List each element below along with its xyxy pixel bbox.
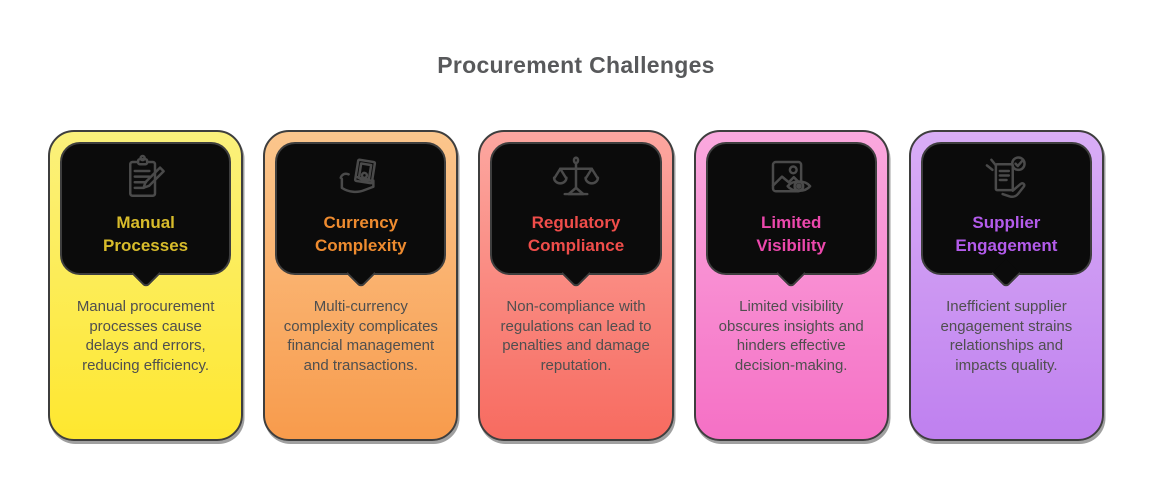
image-eye-icon <box>764 151 818 209</box>
card-header-bubble: Limited Visibility <box>705 142 877 289</box>
card-regulatory-compliance: Regulatory Compliance Non-compliance wit… <box>478 130 674 441</box>
balance-scale-icon <box>549 151 603 209</box>
card-description: Multi-currency complexity complicates fi… <box>283 298 438 374</box>
card-description: Inefficient supplier engagement strains … <box>940 298 1073 374</box>
challenge-cards-row: Manual Processes Manual procurement proc… <box>48 130 1105 441</box>
card-title: Currency Complexity <box>314 213 407 255</box>
card-title: Supplier Engagement <box>955 213 1058 255</box>
card-header-bubble: Supplier Engagement <box>920 142 1093 289</box>
card-description: Limited visibility obscures insights and… <box>718 298 864 374</box>
card-currency-complexity: Currency Complexity Multi-currency compl… <box>263 130 459 441</box>
clipboard-pencil-icon <box>119 151 173 209</box>
card-limited-visibility: Limited Visibility Limited visibility ob… <box>693 130 889 441</box>
card-title: Limited Visibility <box>756 213 826 255</box>
hand-document-check-icon <box>979 151 1033 209</box>
page-title: Procurement Challenges <box>437 52 715 78</box>
card-manual-processes: Manual Processes Manual procurement proc… <box>48 130 244 441</box>
card-header-bubble: Manual Processes <box>60 142 232 289</box>
cash-in-hand-icon <box>334 151 388 209</box>
card-description: Non-compliance with regulations can lead… <box>500 298 652 374</box>
card-description: Manual procurement processes cause delay… <box>76 298 215 374</box>
card-title: Manual Processes <box>103 213 189 255</box>
card-header-bubble: Regulatory Compliance <box>490 142 662 289</box>
card-title: Regulatory Compliance <box>527 213 625 255</box>
card-supplier-engagement: Supplier Engagement Inefficient supplier… <box>908 130 1105 441</box>
card-header-bubble: Currency Complexity <box>275 142 447 289</box>
